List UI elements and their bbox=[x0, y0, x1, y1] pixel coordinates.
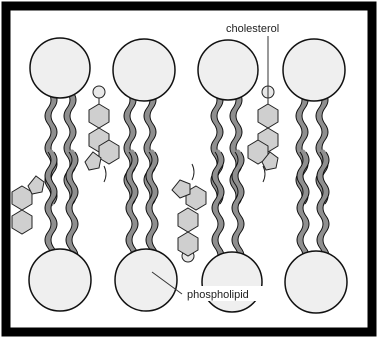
phospholipid-head bbox=[198, 40, 258, 100]
phospholipid-head bbox=[113, 39, 175, 101]
top-heads bbox=[30, 38, 345, 101]
phospholipid-label: phospholipid bbox=[187, 289, 249, 301]
cholesterol-molecule bbox=[172, 164, 206, 262]
cholesterol-molecule bbox=[12, 176, 44, 234]
phospholipid-head bbox=[285, 251, 347, 313]
cholesterol-molecule bbox=[85, 86, 119, 182]
phospholipid-head bbox=[30, 38, 90, 98]
phospholipid-head bbox=[283, 39, 345, 101]
phospholipid-head bbox=[29, 249, 91, 311]
phospholipid-head bbox=[202, 252, 262, 312]
cholesterol-label: cholesterol bbox=[226, 23, 279, 35]
bilayer: cholesterol phospholipid bbox=[12, 20, 347, 313]
cholesterol-molecule bbox=[248, 86, 278, 182]
phospholipid-head bbox=[115, 249, 177, 311]
